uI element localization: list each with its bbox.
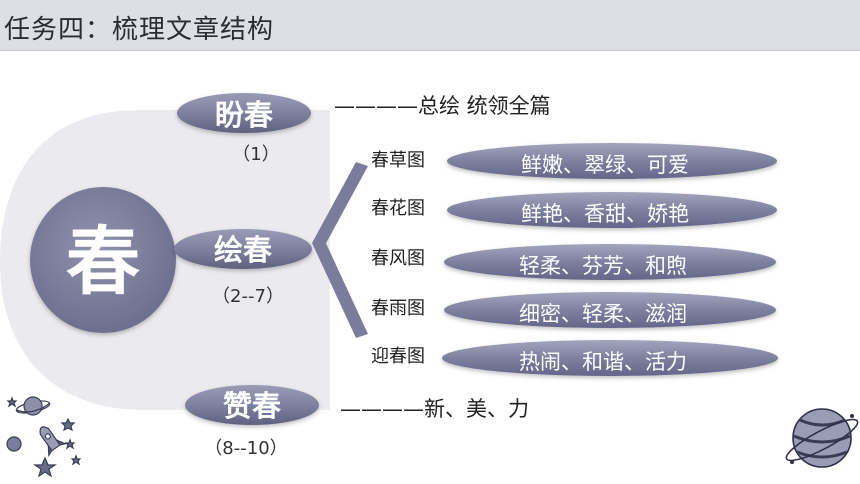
- section-label: 盼春: [215, 98, 274, 132]
- trait-pill: 细密、轻柔、滋润: [444, 292, 776, 328]
- saturn-rocket-stars-icon: [6, 396, 82, 478]
- section-range: （2--7）: [212, 286, 284, 307]
- branch-connector: [312, 162, 368, 338]
- picture-name: 春草图: [371, 150, 425, 171]
- section-node-zanchun: 赞春: [185, 385, 319, 425]
- section-summary: ————新、美、力: [340, 397, 529, 421]
- picture-name: 迎春图: [371, 346, 425, 367]
- trait-pill: 热闹、和谐、活力: [442, 340, 778, 376]
- svg-text:细密、轻柔、滋润: 细密、轻柔、滋润: [519, 302, 687, 326]
- section-summary: ————总绘 统领全篇: [334, 94, 551, 118]
- section-node-huichun: 绘春: [174, 229, 312, 269]
- picture-name: 春雨图: [371, 298, 425, 319]
- center-node: 春: [30, 187, 176, 333]
- trait-pill: 鲜艳、香甜、娇艳: [447, 192, 777, 228]
- section-range: （8--10）: [204, 438, 287, 459]
- svg-text:鲜艳、香甜、娇艳: 鲜艳、香甜、娇艳: [521, 202, 689, 226]
- trait-pill: 轻柔、芬芳、和煦: [444, 244, 776, 280]
- section-label: 绘春: [214, 233, 273, 267]
- svg-text:鲜嫩、翠绿、可爱: 鲜嫩、翠绿、可爱: [521, 153, 689, 177]
- svg-text:热闹、和谐、活力: 热闹、和谐、活力: [519, 350, 687, 374]
- page-title: 任务四：梳理文章结构: [4, 15, 275, 45]
- section-label: 赞春: [222, 389, 282, 423]
- section-range: （1）: [232, 144, 279, 165]
- picture-name: 春花图: [371, 198, 425, 219]
- section-node-panchun: 盼春: [177, 93, 311, 133]
- trait-pill: 鲜嫩、翠绿、可爱: [447, 143, 777, 179]
- picture-name: 春风图: [371, 248, 425, 269]
- title-bar: 任务四：梳理文章结构: [0, 0, 860, 51]
- center-label: 春: [66, 219, 140, 305]
- planet-icon: [785, 408, 859, 468]
- svg-text:轻柔、芬芳、和煦: 轻柔、芬芳、和煦: [519, 254, 687, 278]
